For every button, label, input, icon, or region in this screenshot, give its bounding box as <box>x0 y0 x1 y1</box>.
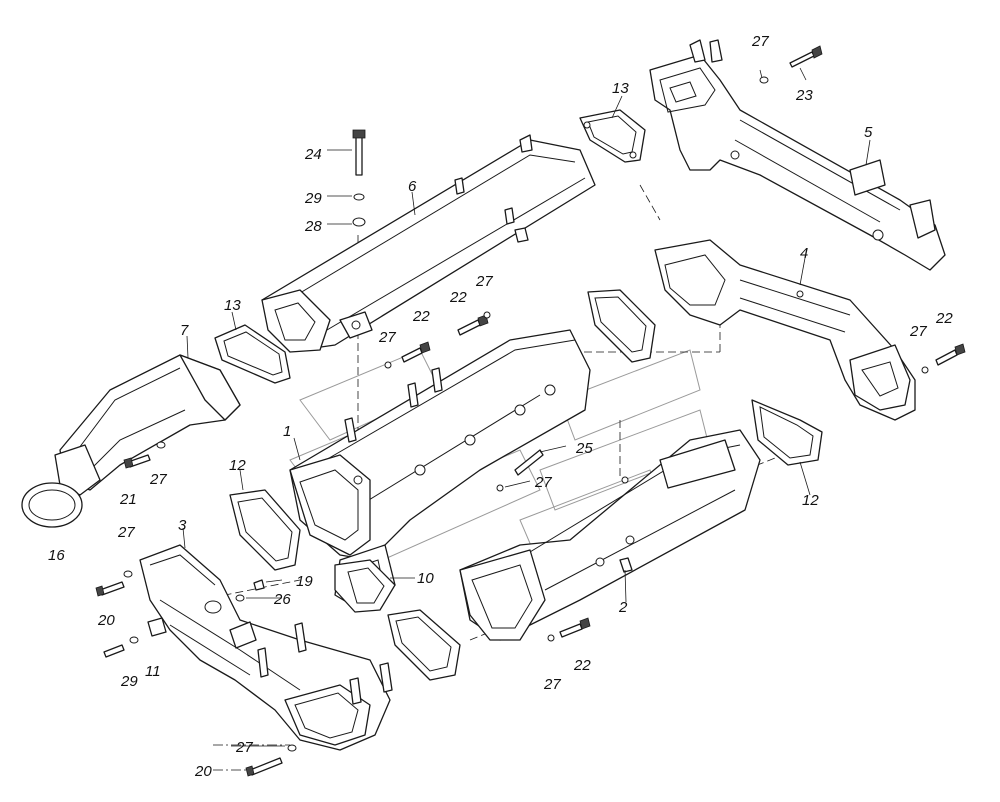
callout-7: 7 <box>180 322 189 339</box>
part-16-cap <box>21 482 83 528</box>
callout-27-upper-middle: 27 <box>475 273 493 290</box>
callout-6: 6 <box>408 178 417 195</box>
callout-12-right: 12 <box>802 492 819 509</box>
part-6-heat-shield <box>261 134 596 353</box>
callout-20-upper: 20 <box>97 612 115 629</box>
part-7-flex-pipe <box>54 354 241 496</box>
callout-28: 28 <box>304 218 322 235</box>
callout-25: 25 <box>575 440 593 457</box>
callout-27-right: 27 <box>909 323 927 340</box>
leader-lines <box>182 67 871 747</box>
callout-23: 23 <box>795 87 813 104</box>
callout-27-bottom: 27 <box>235 739 253 756</box>
callout-20-lower: 20 <box>194 763 212 780</box>
callout-16: 16 <box>48 547 65 564</box>
callout-3: 3 <box>178 517 187 534</box>
callout-2: 2 <box>618 599 628 616</box>
callout-13-lower: 13 <box>224 297 241 314</box>
callout-22-right: 22 <box>935 310 953 327</box>
callout-27-top: 27 <box>751 33 769 50</box>
part-13-gasket-upper <box>579 109 646 163</box>
callout-1: 1 <box>283 423 291 440</box>
part-5-rear-pipe <box>649 39 946 271</box>
callout-13-upper: 13 <box>612 80 629 97</box>
callout-22-upper-left: 22 <box>412 308 430 325</box>
callout-27-left: 27 <box>149 471 167 488</box>
callout-4: 4 <box>800 245 808 262</box>
callout-26: 26 <box>273 591 291 608</box>
gasket-lower-middle <box>387 609 461 681</box>
callout-27-middle: 27 <box>534 474 552 491</box>
callout-22-lower: 22 <box>573 657 591 674</box>
callout-27-upper-left: 27 <box>378 329 396 346</box>
part-2-manifold-lower <box>459 429 761 641</box>
part-10-gasket <box>334 559 396 613</box>
callout-24: 24 <box>304 146 322 163</box>
callout-27-lower-left: 27 <box>117 524 135 541</box>
callout-21: 21 <box>119 491 137 508</box>
part-3-manifold-front <box>139 544 393 751</box>
callout-11: 11 <box>145 663 161 680</box>
callout-29-upper: 29 <box>304 190 322 207</box>
callout-10: 10 <box>417 570 434 587</box>
part-12-gasket-right <box>751 399 823 466</box>
gasket-upper-middle <box>587 289 656 363</box>
callout-19: 19 <box>296 573 313 590</box>
callout-27-lower-middle: 27 <box>543 676 561 693</box>
callout-29-lower: 29 <box>120 673 138 690</box>
part-4-manifold-rear <box>654 239 916 421</box>
part-12-gasket-left <box>229 489 301 571</box>
callout-22-upper-middle: 22 <box>449 289 467 306</box>
callout-labels: 1 2 3 4 5 6 7 10 11 12 12 13 13 16 19 20… <box>48 33 953 780</box>
callout-12-left: 12 <box>229 457 246 474</box>
part-13-gasket-lower <box>214 324 291 384</box>
callout-5: 5 <box>864 124 873 141</box>
fasteners <box>95 45 966 777</box>
